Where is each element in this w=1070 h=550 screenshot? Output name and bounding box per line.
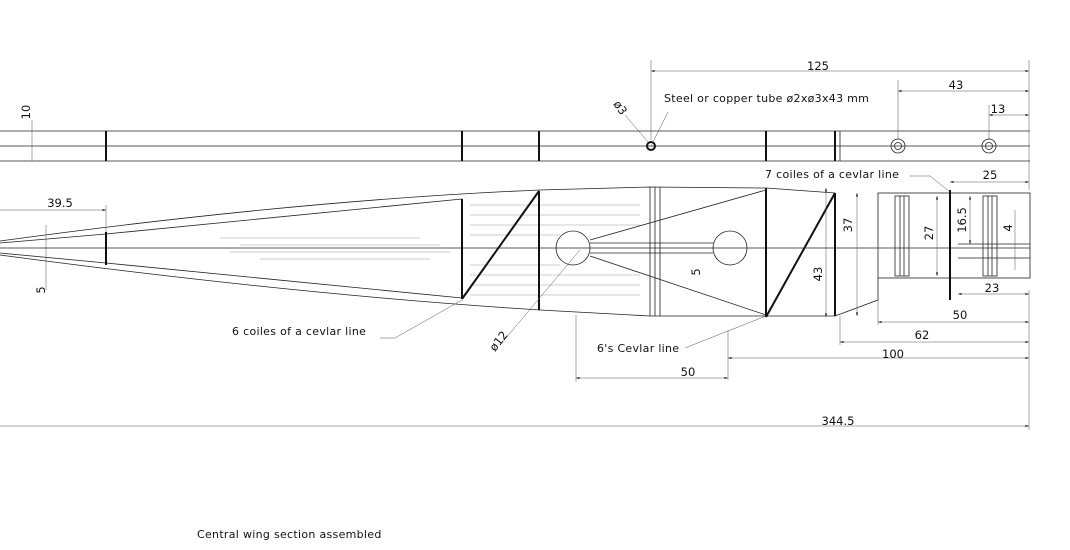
hatching (220, 204, 640, 296)
blank-title-area (98, 2, 558, 78)
dim-5-left: 5 (34, 286, 48, 293)
note-kevlar6: 6 coiles of a cevlar line (232, 325, 366, 338)
dim-43-top: 43 (949, 78, 964, 92)
dim-43-vertical: 43 (811, 267, 825, 282)
dim-25: 25 (983, 168, 998, 182)
dim-125: 125 (807, 59, 829, 73)
dim-62: 62 (915, 328, 930, 342)
dim-50-right: 50 (953, 308, 968, 322)
top-view (0, 130, 1030, 162)
dim-27: 27 (922, 226, 936, 241)
wing-section (0, 186, 1031, 318)
keyhole-left (555, 230, 591, 266)
dim-39-5: 39.5 (47, 196, 73, 210)
dim-50-low: 50 (681, 365, 696, 379)
keyhole-right (712, 230, 748, 266)
drawing-caption: Central wing section assembled (197, 528, 382, 541)
dim-23: 23 (985, 281, 1000, 295)
dim-4: 4 (1001, 224, 1015, 231)
dim-5-mid: 5 (689, 268, 703, 275)
dim-344-5: 344.5 (822, 414, 855, 428)
dim-13: 13 (991, 102, 1006, 116)
dim-37: 37 (841, 218, 855, 233)
dim-10: 10 (19, 105, 33, 120)
dim-100: 100 (882, 347, 904, 361)
tube-hole (646, 141, 656, 151)
dim-phi12: ø12 (486, 328, 510, 354)
dim-16-5: 16.5 (955, 207, 969, 233)
note-kevlar7: 7 coiles of a cevlar line (765, 168, 899, 181)
dim-phi3: ø3 (611, 98, 631, 118)
note-tube: Steel or copper tube ø2xø3x43 mm (664, 92, 869, 105)
note-kevlar6s: 6's Cevlar line (597, 342, 679, 355)
